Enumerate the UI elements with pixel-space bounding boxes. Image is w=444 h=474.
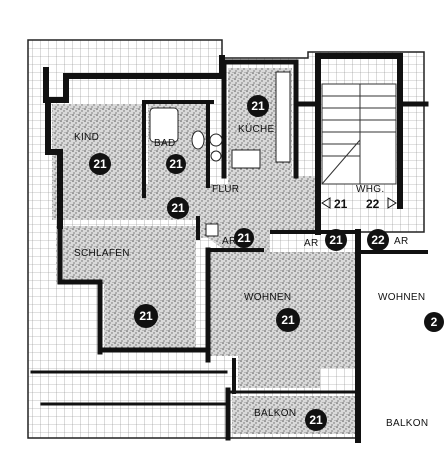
badge-kind: 21: [93, 157, 107, 171]
label-kueche: KÜCHE: [238, 123, 275, 135]
stair-arrows: [321, 197, 397, 209]
bad-fixture: [210, 150, 222, 162]
label-flur: FLUR: [212, 184, 239, 195]
label-wohnen: WOHNEN: [244, 292, 291, 303]
badge-schlafen: 21: [139, 309, 153, 323]
toilet: [191, 130, 205, 150]
badge-ar-next: 22: [371, 233, 385, 247]
badge-ar-stair: 21: [329, 233, 343, 247]
walls: [30, 53, 429, 443]
stair-unit-right: 22: [366, 197, 380, 211]
badge-flur: 21: [171, 201, 185, 215]
label-bad: BAD: [154, 138, 175, 149]
stairwell: [321, 83, 397, 185]
badge-wohnen: 21: [281, 313, 295, 327]
arrow-left-icon: [321, 197, 331, 209]
label-whg: WHG.: [356, 184, 384, 195]
bathtub: [149, 107, 179, 143]
label-ar-flur: AR: [222, 236, 237, 247]
label-schlafen: SCHLAFEN: [74, 248, 130, 259]
fixtures: [149, 71, 291, 237]
badge-balkon: 21: [309, 413, 323, 427]
arrow-right-icon: [387, 197, 397, 209]
unit-badges: 21 21 21 21 21 21 22 21 21 21 2: [89, 95, 444, 431]
label-ar-next: AR: [394, 236, 409, 247]
badge-kueche: 21: [251, 99, 265, 113]
label-wohnen-next: WOHNEN: [378, 292, 425, 303]
label-balkon: BALKON: [254, 408, 296, 419]
floor-flur: [120, 176, 318, 254]
label-ar-stair: AR: [304, 238, 319, 249]
badge-bad: 21: [169, 157, 183, 171]
floor-schlafen: [56, 226, 196, 350]
kitchen-counter: [275, 71, 291, 163]
label-kind: KIND: [74, 132, 99, 143]
room-labels: KIND BAD KÜCHE FLUR SCHLAFEN WOHNEN BALK…: [74, 123, 428, 429]
ar-box: [205, 223, 219, 237]
stove: [231, 149, 261, 169]
badge-wohnen-next: 2: [431, 315, 438, 329]
badge-ar-flur: 21: [237, 231, 251, 245]
label-balkon-next: BALKON: [386, 418, 428, 429]
stair-unit-left: 21: [334, 197, 348, 211]
sink: [209, 133, 223, 147]
